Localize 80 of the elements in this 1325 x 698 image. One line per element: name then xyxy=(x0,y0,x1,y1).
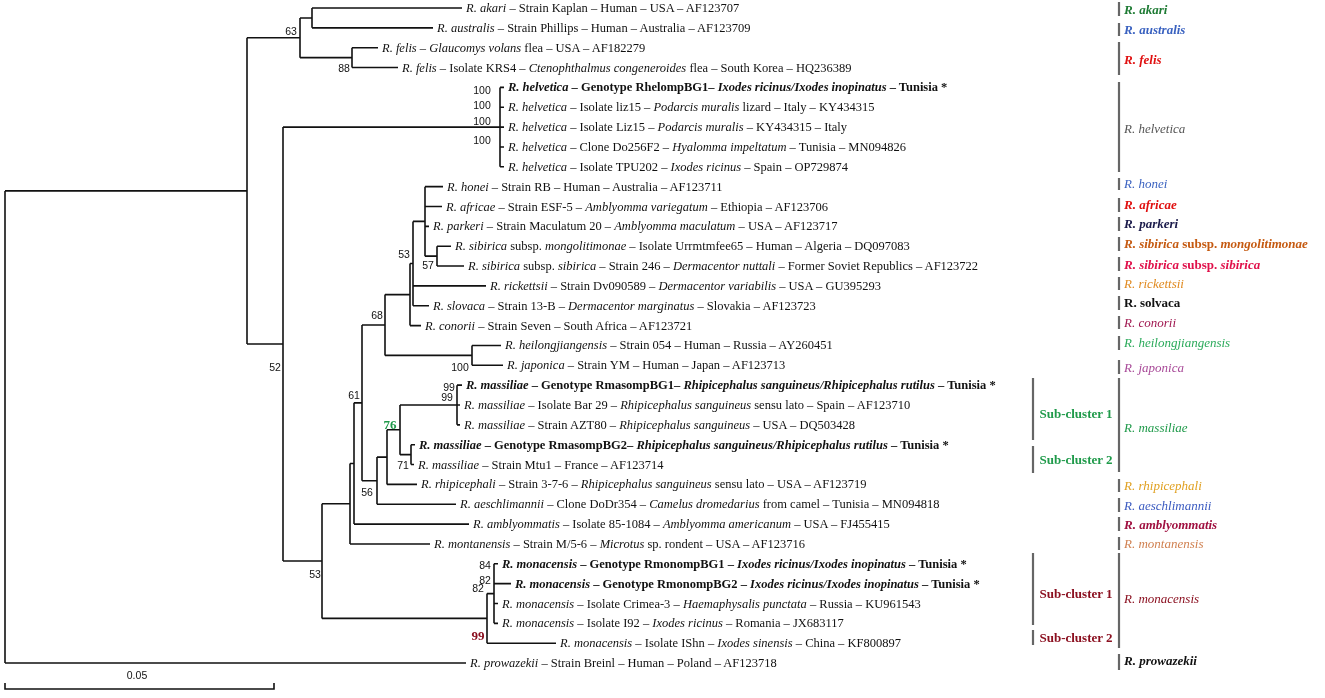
clade-label: R. japonica xyxy=(1124,360,1184,374)
taxon-label: R. monacensis – Genotype RmonompBG2 – Ixodes ricinus/Ixodes inopinatus – Tunisia * xyxy=(515,577,980,590)
clade-label: R. conorii xyxy=(1124,315,1176,329)
taxon-label: R. massiliae – Strain AZT80 – Rhipicephalus sanguineus – USA – DQ503428 xyxy=(464,418,855,432)
taxon-label: R. felis – Glaucomys volans flea – USA – AF182279 xyxy=(382,41,646,54)
taxon-label: R. africae – Strain ESF-5 – Amblyomma variegatum – Ethiopia – AF123706 xyxy=(446,200,828,213)
taxon-label: R. akari – Strain Kaplan – Human – USA – AF123707 xyxy=(466,1,740,15)
taxon-label: R. amblyommatis – Isolate 85-1084 – Amblyomma americanum – USA – FJ455415 xyxy=(473,517,890,531)
clade-label: R. amblyommatis xyxy=(1124,517,1218,531)
clade-label: R. massiliae xyxy=(1124,420,1188,434)
bootstrap-value: 57 xyxy=(422,259,434,271)
taxon-label: R. helvetica – Isolate TPU202 – Ixodes ricinus – Spain – OP729874 xyxy=(508,160,849,174)
bootstrap-value: 53 xyxy=(398,248,410,260)
taxon-label: R. massiliae – Isolate Bar 29 – Rhipicephalus sanguineus sensu lato – Spain – AF123710 xyxy=(464,398,911,412)
taxon-label: R. sibirica subsp. mongolitimonae – Isolate Urrmtmfee65 – Human – Algeria – DQ097083 xyxy=(455,239,910,253)
taxon-label: R. australis – Strain Phillips – Human – Australia – AF123709 xyxy=(437,21,751,35)
taxon-label: R. massiliae – Genotype RmasompBG1– Rhipicephalus sanguineus/Rhipicephalus rutilus – Tunisia * xyxy=(466,378,996,392)
bootstrap-value: 100 xyxy=(473,99,491,111)
bootstrap-value: 71 xyxy=(397,459,409,471)
taxon-label: R. honei – Strain RB – Human – Australia – AF123711 xyxy=(447,180,723,193)
bootstrap-value: 100 xyxy=(473,84,491,96)
bootstrap-value: 99 xyxy=(443,381,455,393)
clade-label: R. solvaca xyxy=(1124,295,1181,309)
clade-label: R. rhipicephali xyxy=(1124,478,1202,492)
clade-label: R. africae xyxy=(1124,197,1177,211)
taxon-label: R. helvetica – Clone Do256F2 – Hyalomma impeltatum – Tunisia – MN094826 xyxy=(508,140,906,154)
clade-label: R. aeschlimannii xyxy=(1124,498,1212,512)
clade-label: R. heilongjiangensis xyxy=(1124,335,1231,349)
bootstrap-value: 56 xyxy=(361,486,373,498)
subcluster-label: Sub-cluster 1 xyxy=(1039,586,1113,600)
taxon-label: R. monacensis – Genotype RmonompBG1 – Ixodes ricinus/Ixodes inopinatus – Tunisia * xyxy=(502,557,967,571)
bootstrap-value: 52 xyxy=(269,361,281,373)
taxon-label: R. heilongjiangensis – Strain 054 – Human – Russia – AY260451 xyxy=(505,339,833,352)
taxon-label: R. montanensis – Strain M/5-6 – Microtus sp. rondent – USA – AF123716 xyxy=(434,537,806,551)
taxon-label: R. conorii – Strain Seven – South Africa – AF123721 xyxy=(425,319,693,332)
scale-label: 0.05 xyxy=(126,669,148,681)
clade-label: R. akari xyxy=(1124,2,1168,16)
taxon-label: R. japonica – Strain YM – Human – Japan – AF123713 xyxy=(507,359,786,372)
clade-label: R. sibirica subsp. mongolitimonae xyxy=(1124,236,1308,250)
taxon-label: R. prowazekii – Strain Breinl – Human – Poland – AF123718 xyxy=(470,656,777,670)
bootstrap-value: 99 xyxy=(441,391,453,403)
taxon-label: R. monacensis – Isolate I92 – Ixodes ricinus – Romania – JX683117 xyxy=(502,617,844,630)
clade-label: R. helvetica xyxy=(1124,121,1186,135)
taxon-label: R. helvetica – Genotype RhelompBG1– Ixodes ricinus/Ixodes inopinatus – Tunisia * xyxy=(508,81,948,94)
taxon-label: R. rhipicephali – Strain 3-7-6 – Rhipicephalus sanguineus sensu lato – USA – AF123719 xyxy=(421,478,867,491)
clade-label: R. montanensis xyxy=(1124,536,1204,550)
bootstrap-value: 84 xyxy=(479,559,491,571)
subcluster-label: Sub-cluster 2 xyxy=(1039,630,1113,644)
clade-label: R. australis xyxy=(1124,22,1186,36)
taxon-label: R. monacensis – Isolate Crimea-3 – Haemaphysalis punctata – Russia – KU961543 xyxy=(502,597,921,610)
bootstrap-value: 68 xyxy=(371,309,383,321)
bootstrap-value: 100 xyxy=(473,134,491,146)
taxon-label: R. helvetica – Isolate liz15 – Podarcis muralis lizard – Italy – KY434315 xyxy=(508,101,875,114)
bootstrap-value: 61 xyxy=(348,389,360,401)
bootstrap-value: 53 xyxy=(309,568,321,580)
clade-label: R. monacensis xyxy=(1124,591,1200,605)
bootstrap-value: 88 xyxy=(338,62,350,74)
taxon-label: R. slovaca – Strain 13-B – Dermacentor marginatus – Slovakia – AF123723 xyxy=(433,299,816,312)
subcluster-label: Sub-cluster 1 xyxy=(1039,406,1113,420)
bootstrap-value: 100 xyxy=(473,115,491,127)
clade-label: R. parkeri xyxy=(1124,216,1179,230)
clade-label: R. felis xyxy=(1124,52,1162,66)
bootstrap-value: 63 xyxy=(285,25,297,37)
taxon-label: R. massiliae – Genotype RmasompBG2– Rhipicephalus sanguineus/Rhipicephalus rutilus – Tunisia * xyxy=(419,438,949,451)
taxon-label: R. massiliae – Strain Mtu1 – France – AF123714 xyxy=(418,458,664,471)
taxon-label: R. parkeri – Strain Maculatum 20 – Amblyomma maculatum – USA – AF123717 xyxy=(433,220,838,233)
clade-label: R. honei xyxy=(1124,176,1168,190)
subcluster-label: Sub-cluster 2 xyxy=(1039,452,1113,466)
taxon-label: R. aeschlimannii – Clone DoDr354 – Camelus dromedarius from camel – Tunisia – MN094818 xyxy=(460,498,940,511)
bootstrap-value: 100 xyxy=(451,361,469,373)
taxon-label: R. helvetica – Isolate Liz15 – Podarcis muralis – KY434315 – Italy xyxy=(508,120,848,134)
clade-label: R. prowazekii xyxy=(1124,653,1197,667)
bootstrap-value: 76 xyxy=(383,417,397,431)
taxon-label: R. rickettsii – Strain Dv090589 – Dermacentor variabilis – USA – GU395293 xyxy=(490,279,881,293)
bootstrap-value: 99 xyxy=(471,628,485,642)
taxon-label: R. felis – Isolate KRS4 – Ctenophthalmus congeneroides flea – South Korea – HQ236389 xyxy=(402,61,852,74)
clade-label: R. rickettsii xyxy=(1124,276,1184,290)
taxon-label: R. monacensis – Isolate IShn – Ixodes sinensis – China – KF800897 xyxy=(560,636,901,650)
taxon-label: R. sibirica subsp. sibirica – Strain 246 – Dermacentor nuttali – Former Soviet Republics – AF123722 xyxy=(468,259,979,273)
clade-label: R. sibirica subsp. sibirica xyxy=(1124,257,1261,271)
